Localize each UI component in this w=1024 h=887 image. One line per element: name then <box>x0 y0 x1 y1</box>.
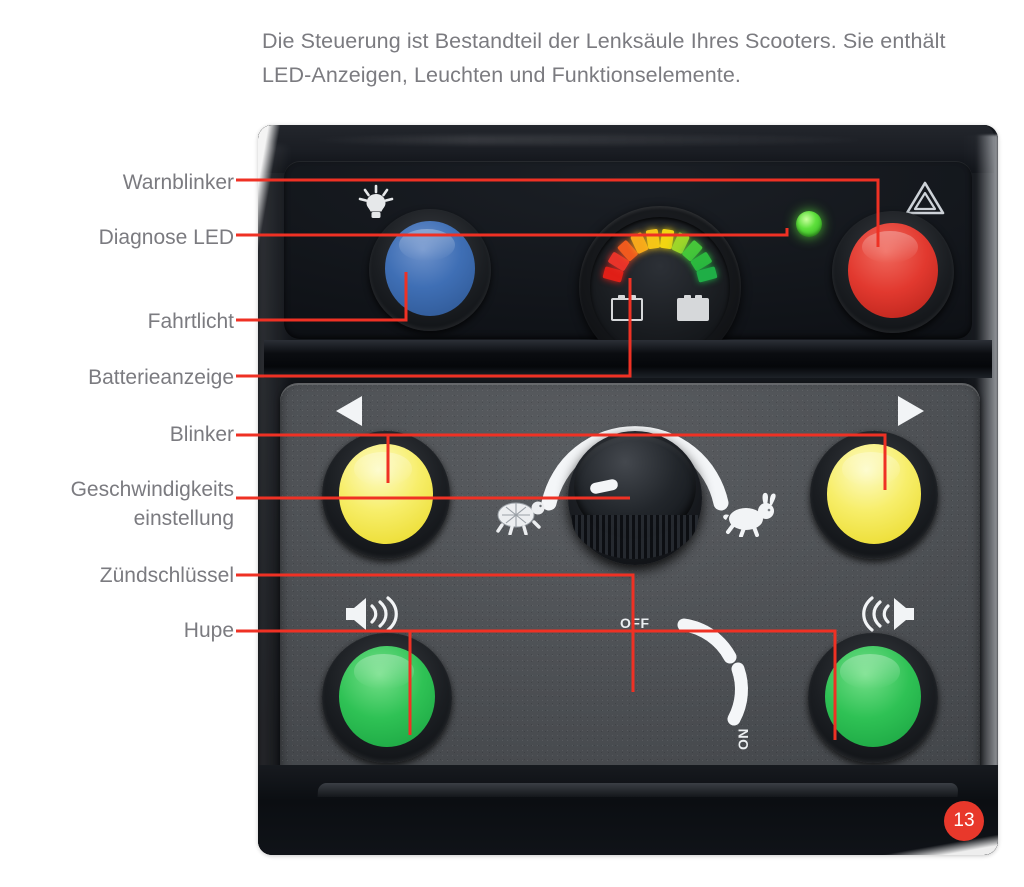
bezel-highlight <box>302 135 862 145</box>
intro-paragraph: Die Steuerung ist Bestandteil der Lenksä… <box>262 24 1002 92</box>
callout-label-geschwindigkeit-line1: Geschwindigkeits <box>70 478 234 501</box>
horn-left-cap <box>338 646 436 748</box>
callout-label-column: Warnblinker Diagnose LED Fahrtlicht Batt… <box>0 0 234 887</box>
turn-signal-left-button[interactable] <box>322 431 450 559</box>
battery-empty-icon <box>611 295 643 321</box>
speed-adjust-knob[interactable] <box>568 431 702 565</box>
diagnostic-led <box>796 211 822 237</box>
turn-signal-right-cap <box>826 443 922 544</box>
callout-label-zuendschluessel: Zündschlüssel <box>99 564 234 587</box>
hazard-button-gloss <box>862 230 919 264</box>
callout-label-fahrtlicht: Fahrtlicht <box>147 310 234 333</box>
intro-line-2: LED-Anzeigen, Leuchten und Funktionselem… <box>262 63 742 87</box>
battery-gauge-icons <box>579 295 741 321</box>
intro-line-1: Die Steuerung ist Bestandteil der Lenksä… <box>262 29 946 53</box>
battery-gauge-segment <box>645 228 661 250</box>
tiller-chassis <box>258 765 998 855</box>
horn-right-button[interactable] <box>808 633 938 763</box>
horn-left-gloss <box>354 654 414 689</box>
arrow-left-icon <box>332 393 376 434</box>
headlight-button-cap <box>384 221 476 317</box>
chassis-edge <box>317 783 959 797</box>
rabbit-icon <box>720 491 784 542</box>
callout-label-warnblinker: Warnblinker <box>122 171 234 194</box>
callout-label-blinker: Blinker <box>169 423 234 446</box>
lightbulb-icon <box>356 183 396 228</box>
horn-left-button[interactable] <box>322 633 452 763</box>
upper-instrument-panel <box>284 161 972 368</box>
turn-signal-right-button[interactable] <box>810 431 938 559</box>
turn-signal-left-gloss <box>353 451 413 486</box>
speed-knob-knurl <box>572 515 698 559</box>
callout-label-diagnose-led: Diagnose LED <box>98 226 234 249</box>
callout-label-batterieanzeige: Batterieanzeige <box>88 366 234 389</box>
turn-signal-left-cap <box>338 443 434 544</box>
panel-divider-band <box>264 340 992 378</box>
hazard-button-cap <box>847 223 939 319</box>
hazard-button[interactable] <box>832 211 954 333</box>
battery-full-icon <box>677 295 709 321</box>
lower-control-panel: OFF ON <box>280 383 980 855</box>
control-panel-photo: OFF ON 13 <box>258 125 998 855</box>
turn-signal-right-gloss <box>841 451 901 486</box>
headlight-button-gloss <box>399 228 456 262</box>
callout-label-geschwindigkeit-line2: einstellung <box>133 507 234 530</box>
headlight-button[interactable] <box>369 209 491 331</box>
arrow-right-icon <box>884 393 928 434</box>
horn-right-gloss <box>840 654 900 689</box>
page-number-badge: 13 <box>944 801 984 841</box>
ignition-range-arc <box>672 611 782 746</box>
turtle-icon <box>492 495 550 540</box>
ignition-off-label: OFF <box>620 615 650 631</box>
callout-label-hupe: Hupe <box>183 619 234 642</box>
horn-right-cap <box>824 646 922 748</box>
